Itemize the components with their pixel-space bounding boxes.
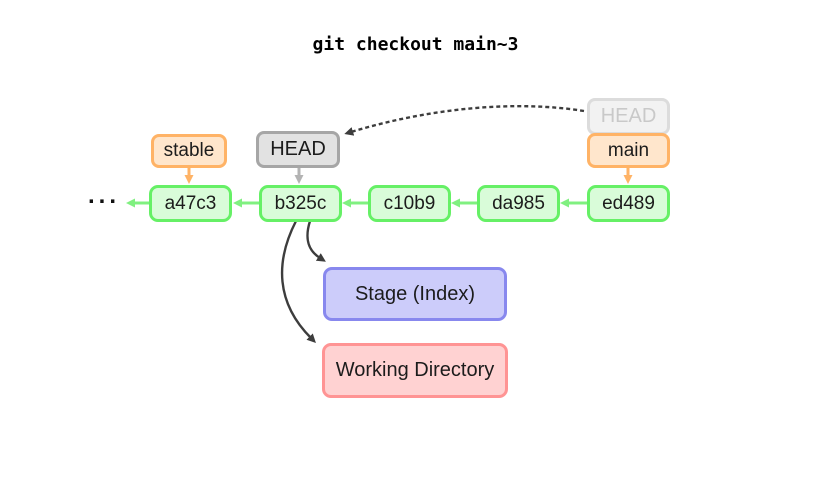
- head-label: HEAD: [256, 131, 340, 168]
- head-move-arrow: [344, 104, 585, 136]
- diagram-title: git checkout main~3: [312, 34, 519, 55]
- old-head-label: HEAD: [587, 98, 670, 135]
- working-directory-update-arrow: [280, 220, 316, 343]
- stage-update-arrow: [306, 220, 326, 262]
- working-directory-box: Working Directory: [322, 343, 508, 398]
- branch-label-stable: stable: [151, 134, 227, 168]
- commit-node-a47c3: a47c3: [149, 185, 232, 222]
- history-ellipsis: ...: [87, 182, 120, 209]
- stage-index-box: Stage (Index): [323, 267, 507, 321]
- branch-label-main: main: [587, 133, 670, 168]
- commit-node-b325c: b325c: [259, 185, 342, 222]
- commit-node-da985: da985: [477, 185, 560, 222]
- commit-node-c10b9: c10b9: [368, 185, 451, 222]
- commit-node-ed489: ed489: [587, 185, 670, 222]
